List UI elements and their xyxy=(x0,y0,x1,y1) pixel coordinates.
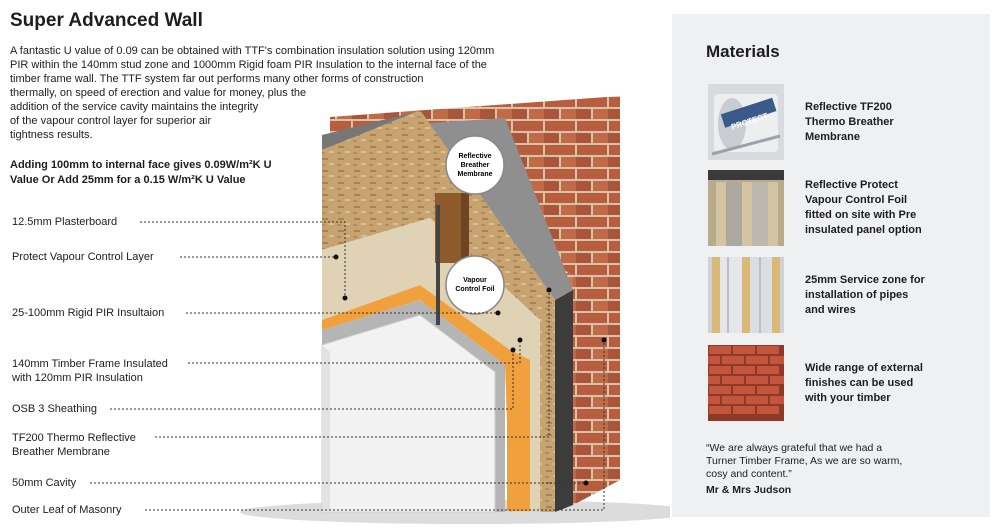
material-line: Reflective TF200 xyxy=(805,100,892,113)
page-title: Super Advanced Wall xyxy=(10,10,203,31)
callout-breather-membrane: Reflective Breather Membrane xyxy=(445,135,505,195)
material-line: Wide range of external xyxy=(805,361,923,374)
u-value-highlight: Adding 100mm to internal face gives 0.09… xyxy=(10,158,272,188)
material-line: Reflective Protect xyxy=(805,179,898,191)
intro-line: thermally, on speed of erection and valu… xyxy=(10,87,307,99)
material-item: Reflective Protect Vapour Control Foil f… xyxy=(708,170,978,246)
wall-section-diagram: Reflective Breather Membrane Vapour Cont… xyxy=(90,96,670,524)
intro-line: addition of the service cavity maintains… xyxy=(10,101,259,113)
intro-line: of the vapour control layer for superior… xyxy=(10,115,212,127)
testimonial-line: cosy and content.” xyxy=(706,468,792,480)
material-item: PROTECT Reflective TF200 Thermo Breather… xyxy=(708,84,978,160)
layer-label-line: OSB 3 Sheathing xyxy=(12,403,98,415)
callout-vapour-foil: Vapour Control Foil xyxy=(445,255,505,315)
leader-masonry xyxy=(145,340,605,511)
plasterboard-face xyxy=(322,345,330,512)
outer-leaf-masonry xyxy=(330,96,620,505)
highlight-line: Value Or Add 25mm for a 0.15 W/m²K U Val… xyxy=(10,174,246,186)
testimonial-quote: “We are always grateful that we had a Tu… xyxy=(706,442,966,481)
pir-face xyxy=(507,365,530,511)
rigid-pir-insulation xyxy=(322,285,530,512)
material-line: Membrane xyxy=(805,130,861,143)
material-line: with your timber xyxy=(805,391,891,404)
material-description: Reflective Protect Vapour Control Foil f… xyxy=(805,170,965,246)
highlight-line: Adding 100mm to internal face gives 0.09… xyxy=(10,159,272,171)
material-item: 25mm Service zone for installation of pi… xyxy=(708,257,978,333)
label-breather-membrane: TF200 Thermo Reflective Breather Membran… xyxy=(12,431,136,459)
material-line: fitted on site with Pre xyxy=(805,209,917,221)
layer-label-line: TF200 Thermo Reflective xyxy=(12,432,136,444)
label-plasterboard: 12.5mm Plasterboard xyxy=(12,215,117,229)
cavity-gap xyxy=(555,290,573,512)
testimonial-author: Mr & Mrs Judson xyxy=(706,484,792,496)
material-line: 25mm Service zone for xyxy=(805,273,925,286)
intro-line: tightness results. xyxy=(10,129,93,141)
masonry-edge xyxy=(565,240,620,505)
callout-vapour-line: Control Foil xyxy=(455,286,494,293)
leader-plasterboard xyxy=(140,221,346,298)
layer-label-line: Breather Membrane xyxy=(12,446,110,458)
layer-label-line: Protect Vapour Control Layer xyxy=(12,251,154,263)
label-timber-frame: 140mm Timber Frame Insulated with 120mm … xyxy=(12,357,168,385)
stud-face xyxy=(461,193,469,263)
leader-breather xyxy=(155,290,550,438)
osb-sheathing xyxy=(322,110,555,512)
intro-line: A fantastic U value of 0.09 can be obtai… xyxy=(10,45,495,57)
vapour-foil-icon xyxy=(708,170,784,246)
materials-panel: Materials PROTECT Reflective TF200 Therm… xyxy=(672,14,990,517)
layer-label-line: Outer Leaf of Masonry xyxy=(12,504,122,516)
material-description: Wide range of external finishes can be u… xyxy=(805,345,965,421)
layer-label-line: 140mm Timber Frame Insulated xyxy=(12,358,168,370)
material-description: Reflective TF200 Thermo Breather Membran… xyxy=(805,84,965,160)
layer-label-line: 50mm Cavity xyxy=(12,477,77,489)
material-line: installation of pipes xyxy=(805,288,909,301)
material-item: Wide range of external finishes can be u… xyxy=(708,345,978,421)
leader-lines xyxy=(90,221,605,511)
callout-vapour-line: Vapour xyxy=(463,277,487,284)
label-rigid-pir: 25-100mm Rigid PIR Insultaion xyxy=(12,306,164,320)
testimonial: “We are always grateful that we had a Tu… xyxy=(706,442,966,497)
material-line: insulated panel option xyxy=(805,224,922,236)
label-vapour-control-layer: Protect Vapour Control Layer xyxy=(12,250,154,264)
callout-breather-line: Breather xyxy=(461,162,490,169)
layer-label-line: with 120mm PIR Insulation xyxy=(12,372,143,384)
intro-line: timber frame wall. The TTF system far ou… xyxy=(10,73,424,85)
material-line: finishes can be used xyxy=(805,376,914,389)
callout-breather-line: Membrane xyxy=(457,171,492,178)
brick-wall-icon xyxy=(708,345,784,421)
leader-dots xyxy=(333,254,607,486)
inner-panel-top xyxy=(322,110,420,150)
testimonial-line: Turner Timber Frame, As we are so warm, xyxy=(706,455,903,467)
callout-breather-line: Reflective xyxy=(458,153,491,160)
material-line: Vapour Control Foil xyxy=(805,194,908,206)
label-cavity: 50mm Cavity xyxy=(12,476,76,490)
membrane-roll-icon: PROTECT xyxy=(708,84,784,160)
material-description: 25mm Service zone for installation of pi… xyxy=(805,257,965,333)
testimonial-line: “We are always grateful that we had a xyxy=(706,442,883,454)
intro-line: PIR within the 140mm stud zone and 1000m… xyxy=(10,59,487,71)
material-line: and wires xyxy=(805,303,856,316)
layer-label-line: 25-100mm Rigid PIR Insultaion xyxy=(12,307,165,319)
materials-title: Materials xyxy=(706,42,780,61)
label-osb-sheathing: OSB 3 Sheathing xyxy=(12,402,97,416)
service-zone-icon xyxy=(708,257,784,333)
leader-timber-frame xyxy=(188,340,521,364)
layer-label-line: 12.5mm Plasterboard xyxy=(12,216,118,228)
intro-paragraph: A fantastic U value of 0.09 can be obtai… xyxy=(10,44,570,142)
material-line: Thermo Breather xyxy=(805,115,894,128)
label-outer-masonry: Outer Leaf of Masonry xyxy=(12,503,121,517)
